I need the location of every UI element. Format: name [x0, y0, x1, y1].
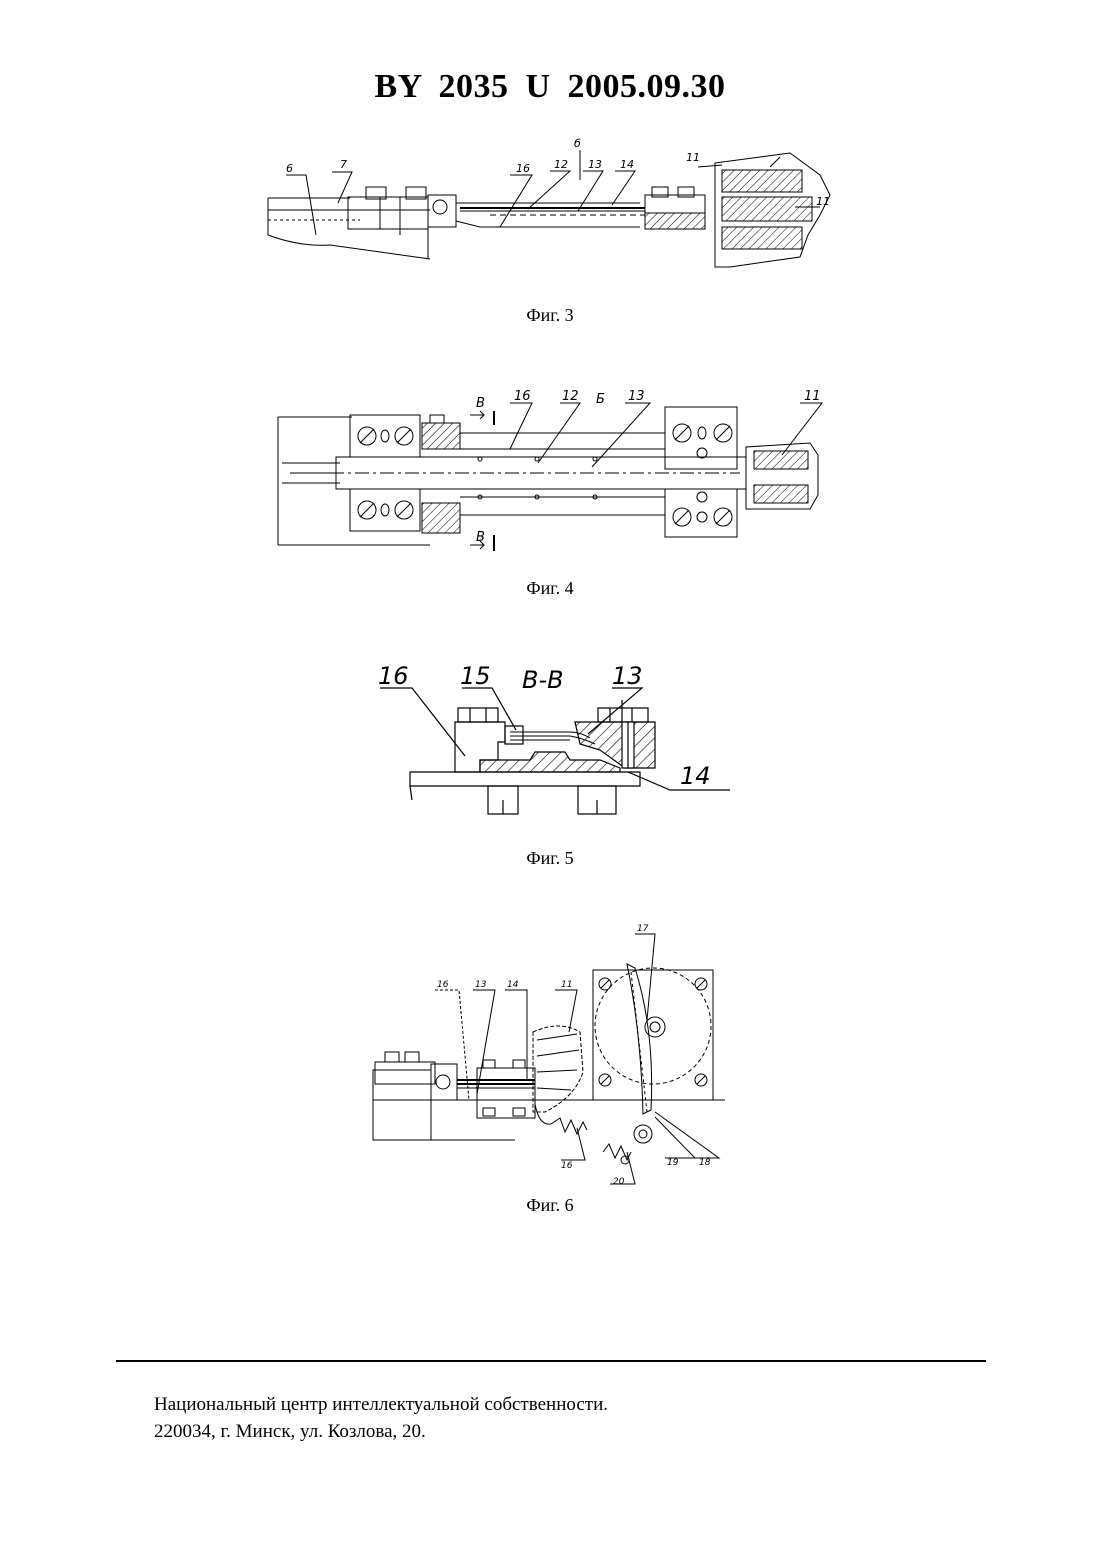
- fig6-label-17: 17: [637, 924, 649, 934]
- fig4-label-v-bottom: В: [476, 530, 485, 545]
- fig3-label-14: 14: [620, 158, 634, 171]
- fig3-label-12: 12: [554, 158, 568, 171]
- fig6-label-13: 13: [475, 980, 487, 990]
- figure-6-drawing: 17 16 13 14 11 16 19 18 20: [365, 922, 735, 1190]
- fig6-label-14: 14: [507, 980, 519, 990]
- fig3-label-6: 6: [286, 162, 293, 175]
- fig4-label-12: 12: [562, 389, 579, 404]
- fig5-label-section-vv: В-В: [522, 666, 564, 694]
- fig3-label-16: 16: [516, 162, 530, 175]
- fig3-label-7: 7: [340, 158, 347, 171]
- fig3-label-11a: 11: [686, 151, 700, 164]
- figure-3-drawing: 6 7 16 12 б 13 14 11 11: [260, 135, 840, 275]
- figure-4-caption: Фиг. 4: [450, 578, 650, 599]
- footer-divider: [116, 1360, 986, 1362]
- fig4-label-b: Б: [596, 392, 605, 407]
- footer-line-organization: Национальный центр интеллектуальной собс…: [154, 1391, 608, 1418]
- fig5-label-15: 15: [460, 662, 491, 690]
- figure-5-drawing: 16 15 В-В 13 14: [370, 660, 730, 820]
- fig4-label-16: 16: [514, 389, 531, 404]
- document-header: BY 2035 U 2005.09.30: [0, 68, 1100, 106]
- fig6-label-16-top: 16: [437, 980, 449, 990]
- figure-3-caption: Фиг. 3: [450, 305, 650, 326]
- fig6-label-19: 19: [667, 1158, 679, 1168]
- figure-4-drawing: В 16 12 Б 13 11 В: [270, 385, 830, 555]
- fig5-label-16: 16: [378, 662, 409, 690]
- fig3-label-b: б: [574, 137, 581, 150]
- footer-line-address: 220034, г. Минск, ул. Козлова, 20.: [154, 1418, 608, 1445]
- fig6-label-16-bottom: 16: [561, 1161, 573, 1171]
- fig4-label-v-top: В: [476, 396, 485, 411]
- footer-publisher: Национальный центр интеллектуальной собс…: [154, 1391, 608, 1445]
- fig6-label-11: 11: [561, 980, 572, 990]
- fig3-label-11b: 11: [816, 195, 830, 208]
- figure-5-caption: Фиг. 5: [450, 848, 650, 869]
- fig3-label-13: 13: [588, 158, 602, 171]
- fig6-label-20: 20: [613, 1177, 625, 1187]
- fig4-label-13: 13: [628, 389, 645, 404]
- fig6-label-18: 18: [699, 1158, 711, 1168]
- fig4-label-11: 11: [804, 389, 821, 404]
- fig5-label-14: 14: [680, 762, 711, 790]
- figure-6-caption: Фиг. 6: [450, 1195, 650, 1216]
- fig5-label-13: 13: [612, 662, 643, 690]
